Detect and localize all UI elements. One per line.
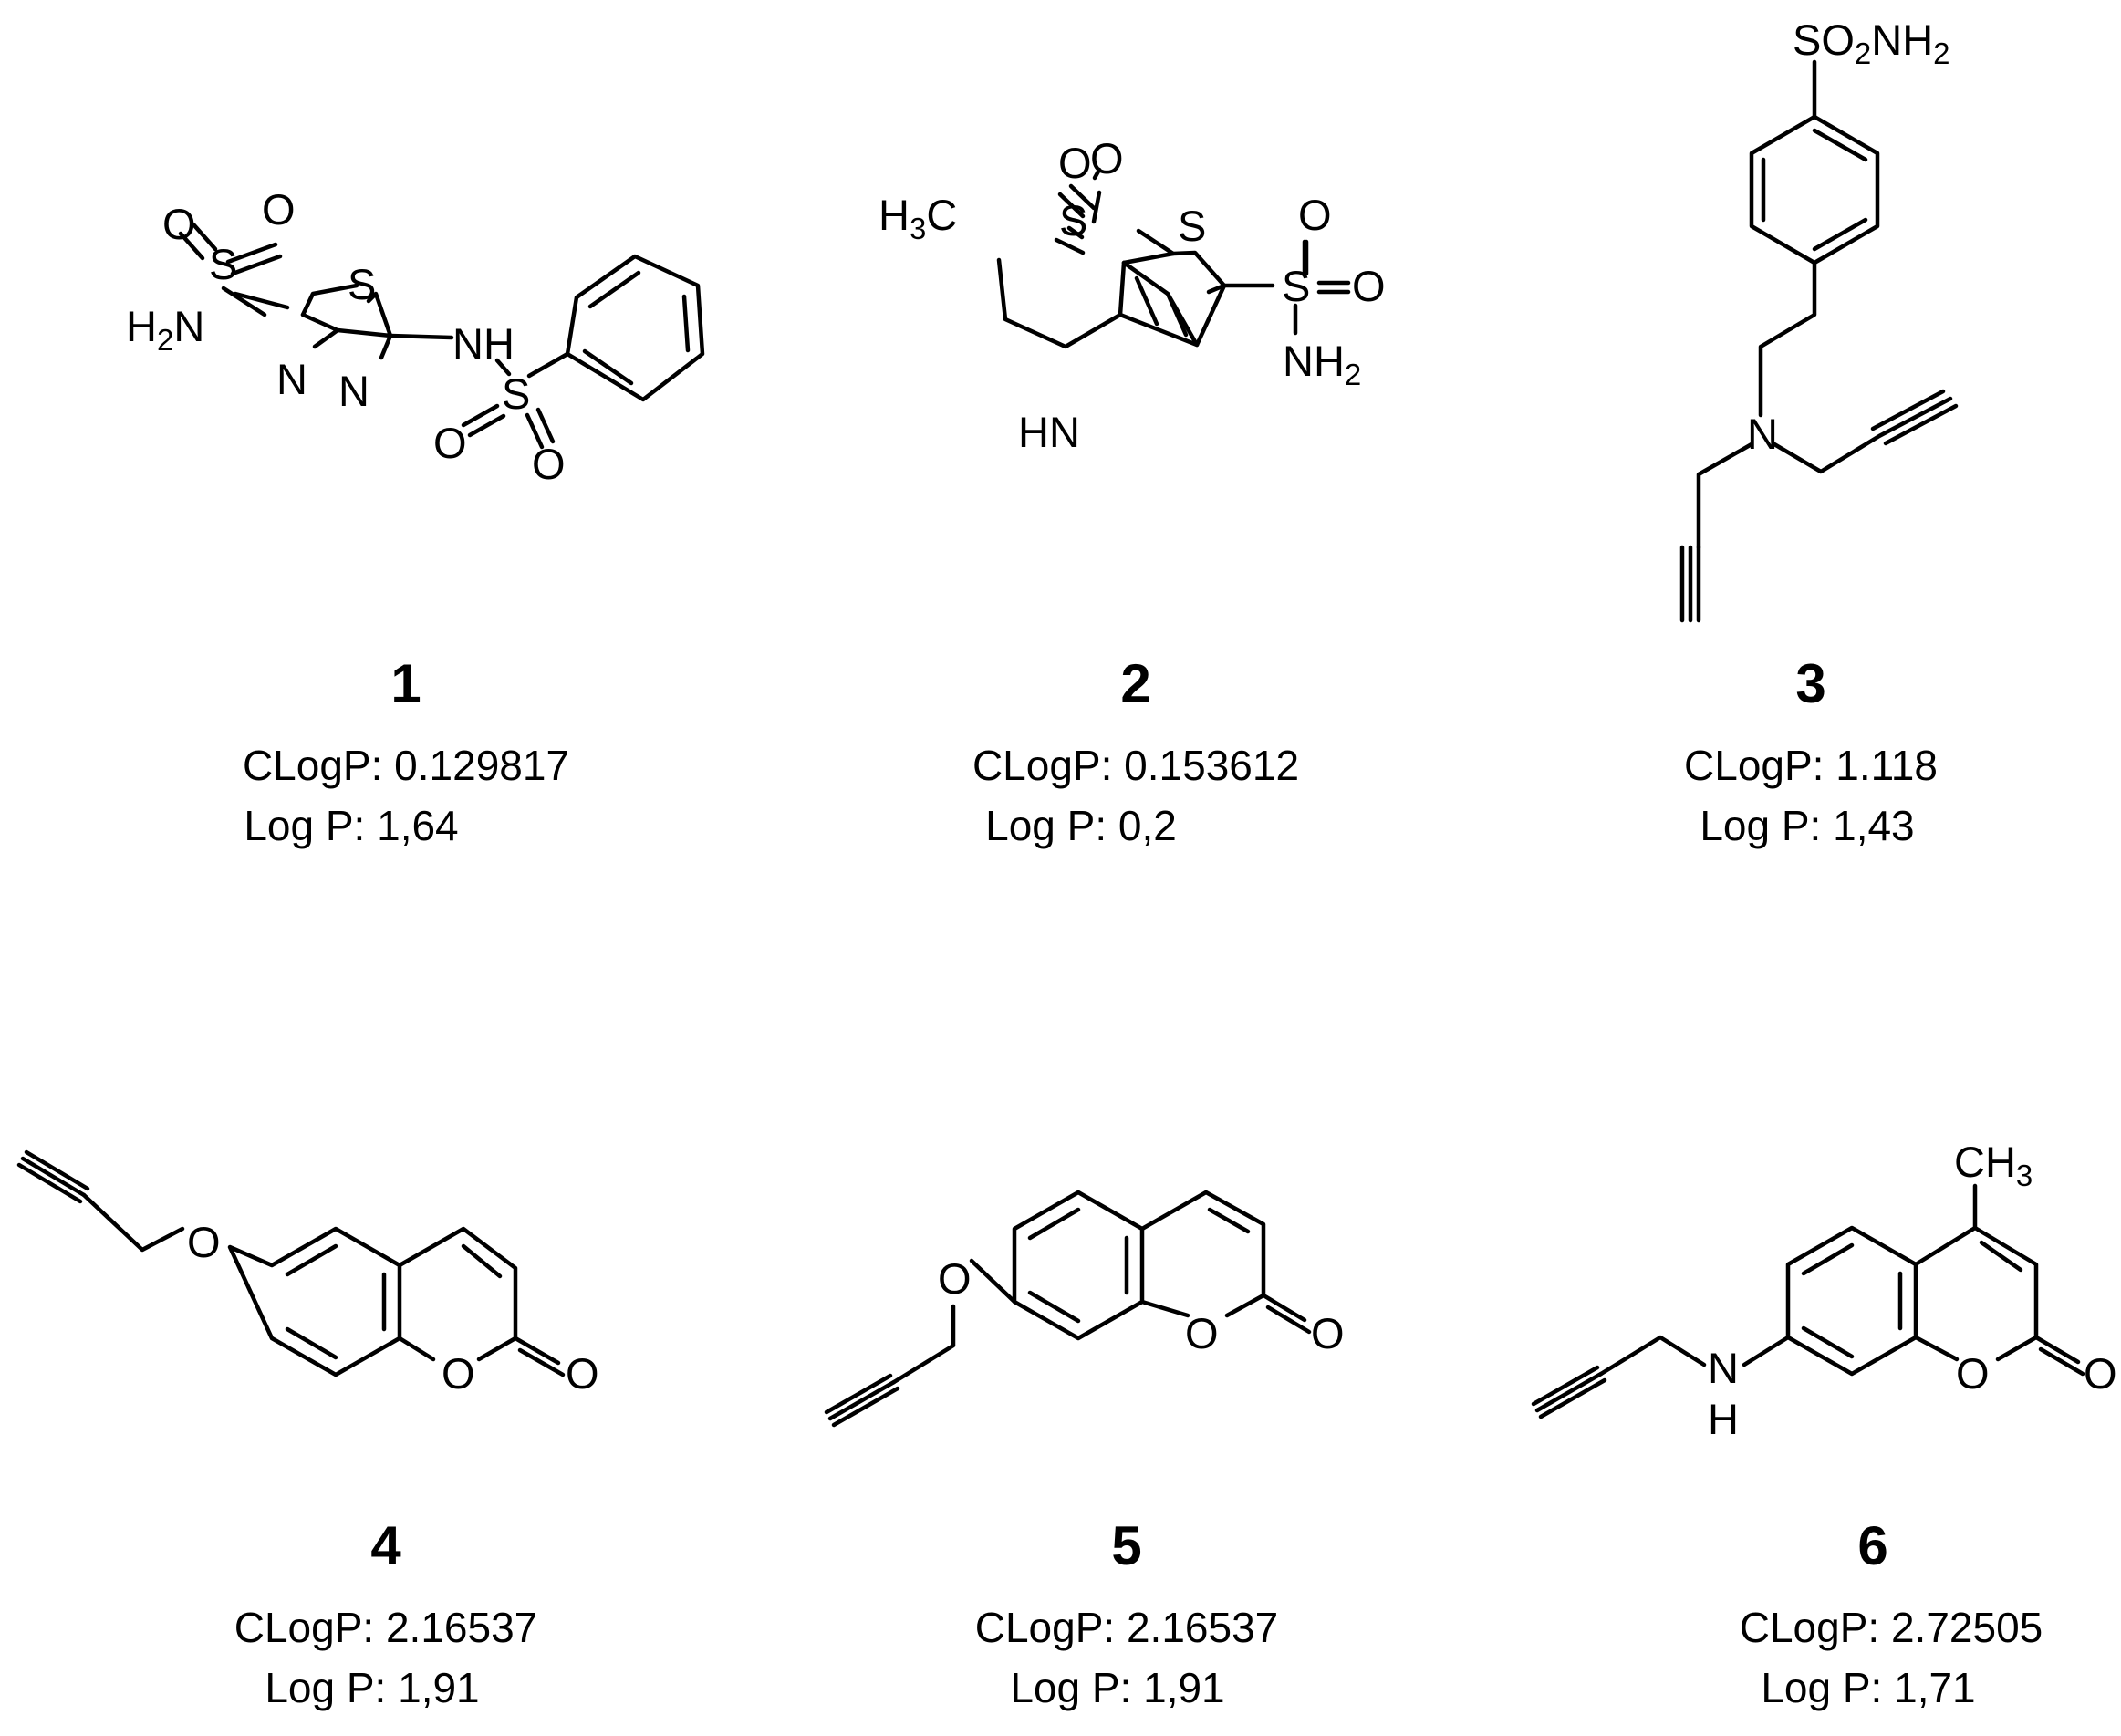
atom-o: O bbox=[162, 200, 196, 248]
atom-o-carbonyl: O bbox=[2084, 1349, 2117, 1398]
compound-number: 6 bbox=[1857, 1515, 1888, 1576]
atom-so2nh2: SO2NH2 bbox=[1793, 16, 1950, 70]
structure-5: O O O bbox=[824, 1190, 1345, 1428]
atom-o: O bbox=[532, 440, 566, 488]
atom-n: N bbox=[1708, 1344, 1739, 1392]
atom-s: S bbox=[209, 240, 237, 288]
atom-h: H bbox=[1708, 1395, 1739, 1443]
clogp-value: CLogP: 0.153612 bbox=[972, 742, 1300, 789]
clogp-value: CLogP: 2.72505 bbox=[1739, 1604, 2043, 1651]
compound-5-caption: 5 CLogP: 2.16537 Log P: 1,91 bbox=[807, 1519, 1446, 1712]
atom-n: N bbox=[338, 367, 369, 415]
atom-o-carbonyl: O bbox=[1311, 1309, 1345, 1357]
compound-2-caption: 2 CLogP: 0.153612 Log P: 0,2 bbox=[816, 657, 1455, 850]
compound-6-caption: 6 CLogP: 2.72505 Log P: 1,71 bbox=[1554, 1519, 2121, 1712]
atom-o-carbonyl: O bbox=[566, 1349, 599, 1398]
atom-ch3: H3C bbox=[879, 191, 957, 245]
atom-s: S bbox=[502, 369, 530, 418]
logp-value: Log P: 1,43 bbox=[1700, 802, 1915, 849]
clogp-value: CLogP: 1.118 bbox=[1684, 742, 1938, 789]
atom-o-ether: O bbox=[938, 1254, 972, 1303]
structure-3: SO2NH2 N bbox=[1679, 16, 1959, 623]
atom-ch3: CH3 bbox=[1954, 1138, 2033, 1192]
atom-hn: HN bbox=[1018, 408, 1080, 456]
atom-n: N bbox=[276, 355, 307, 403]
compound-3-caption: 3 CLogP: 1.118 Log P: 1,43 bbox=[1492, 657, 2121, 850]
logp-value: Log P: 0,2 bbox=[985, 802, 1177, 849]
logp-value: Log P: 1,91 bbox=[265, 1664, 480, 1711]
atom-o: O bbox=[1298, 191, 1332, 239]
compound-number: 5 bbox=[1111, 1515, 1142, 1576]
atom-o: O bbox=[262, 185, 296, 234]
atom-nh2: NH2 bbox=[1283, 337, 1361, 391]
compound-number: 2 bbox=[1120, 653, 1151, 714]
atom-s: S bbox=[1178, 202, 1206, 250]
structure-1: O O S H2N S N N NH S O O bbox=[126, 185, 705, 488]
clogp-value: CLogP: 2.16537 bbox=[974, 1604, 1279, 1651]
structure-6: CH3 N H O O bbox=[1531, 1138, 2117, 1443]
atom-o: O bbox=[1090, 134, 1124, 182]
atom-o-ring: O bbox=[442, 1349, 475, 1398]
atom-s: S bbox=[1059, 196, 1087, 244]
atom-o: O bbox=[433, 419, 467, 467]
logp-value: Log P: 1,64 bbox=[244, 802, 459, 849]
atom-o-ether: O bbox=[187, 1218, 221, 1266]
logp-value: Log P: 1,71 bbox=[1761, 1664, 1976, 1711]
clogp-value: CLogP: 2.16537 bbox=[234, 1604, 538, 1651]
atom-s: S bbox=[1282, 262, 1310, 310]
structure-4: O O O bbox=[16, 1149, 599, 1398]
compound-1-caption: 1 CLogP: 0.129817 Log P: 1,64 bbox=[87, 657, 725, 850]
clogp-value: CLogP: 0.129817 bbox=[242, 742, 570, 789]
compound-number: 3 bbox=[1795, 653, 1826, 714]
atom-nh2: H2N bbox=[126, 302, 204, 357]
compound-number: 4 bbox=[370, 1515, 401, 1576]
atom-o: O bbox=[1058, 139, 1092, 187]
atom-o-ring: O bbox=[1956, 1349, 1990, 1398]
atom-o-ring: O bbox=[1185, 1309, 1219, 1357]
compound-number: 1 bbox=[390, 653, 421, 714]
atom-o: O bbox=[1352, 262, 1386, 310]
compound-4-caption: 4 CLogP: 2.16537 Log P: 1,91 bbox=[67, 1519, 705, 1712]
atom-nh: NH bbox=[452, 319, 515, 368]
logp-value: Log P: 1,91 bbox=[1010, 1664, 1225, 1711]
atom-n: N bbox=[1747, 410, 1778, 458]
atom-s: S bbox=[348, 260, 376, 308]
structure-2: O O S S H3C S O O NH2 HN bbox=[879, 134, 1386, 456]
